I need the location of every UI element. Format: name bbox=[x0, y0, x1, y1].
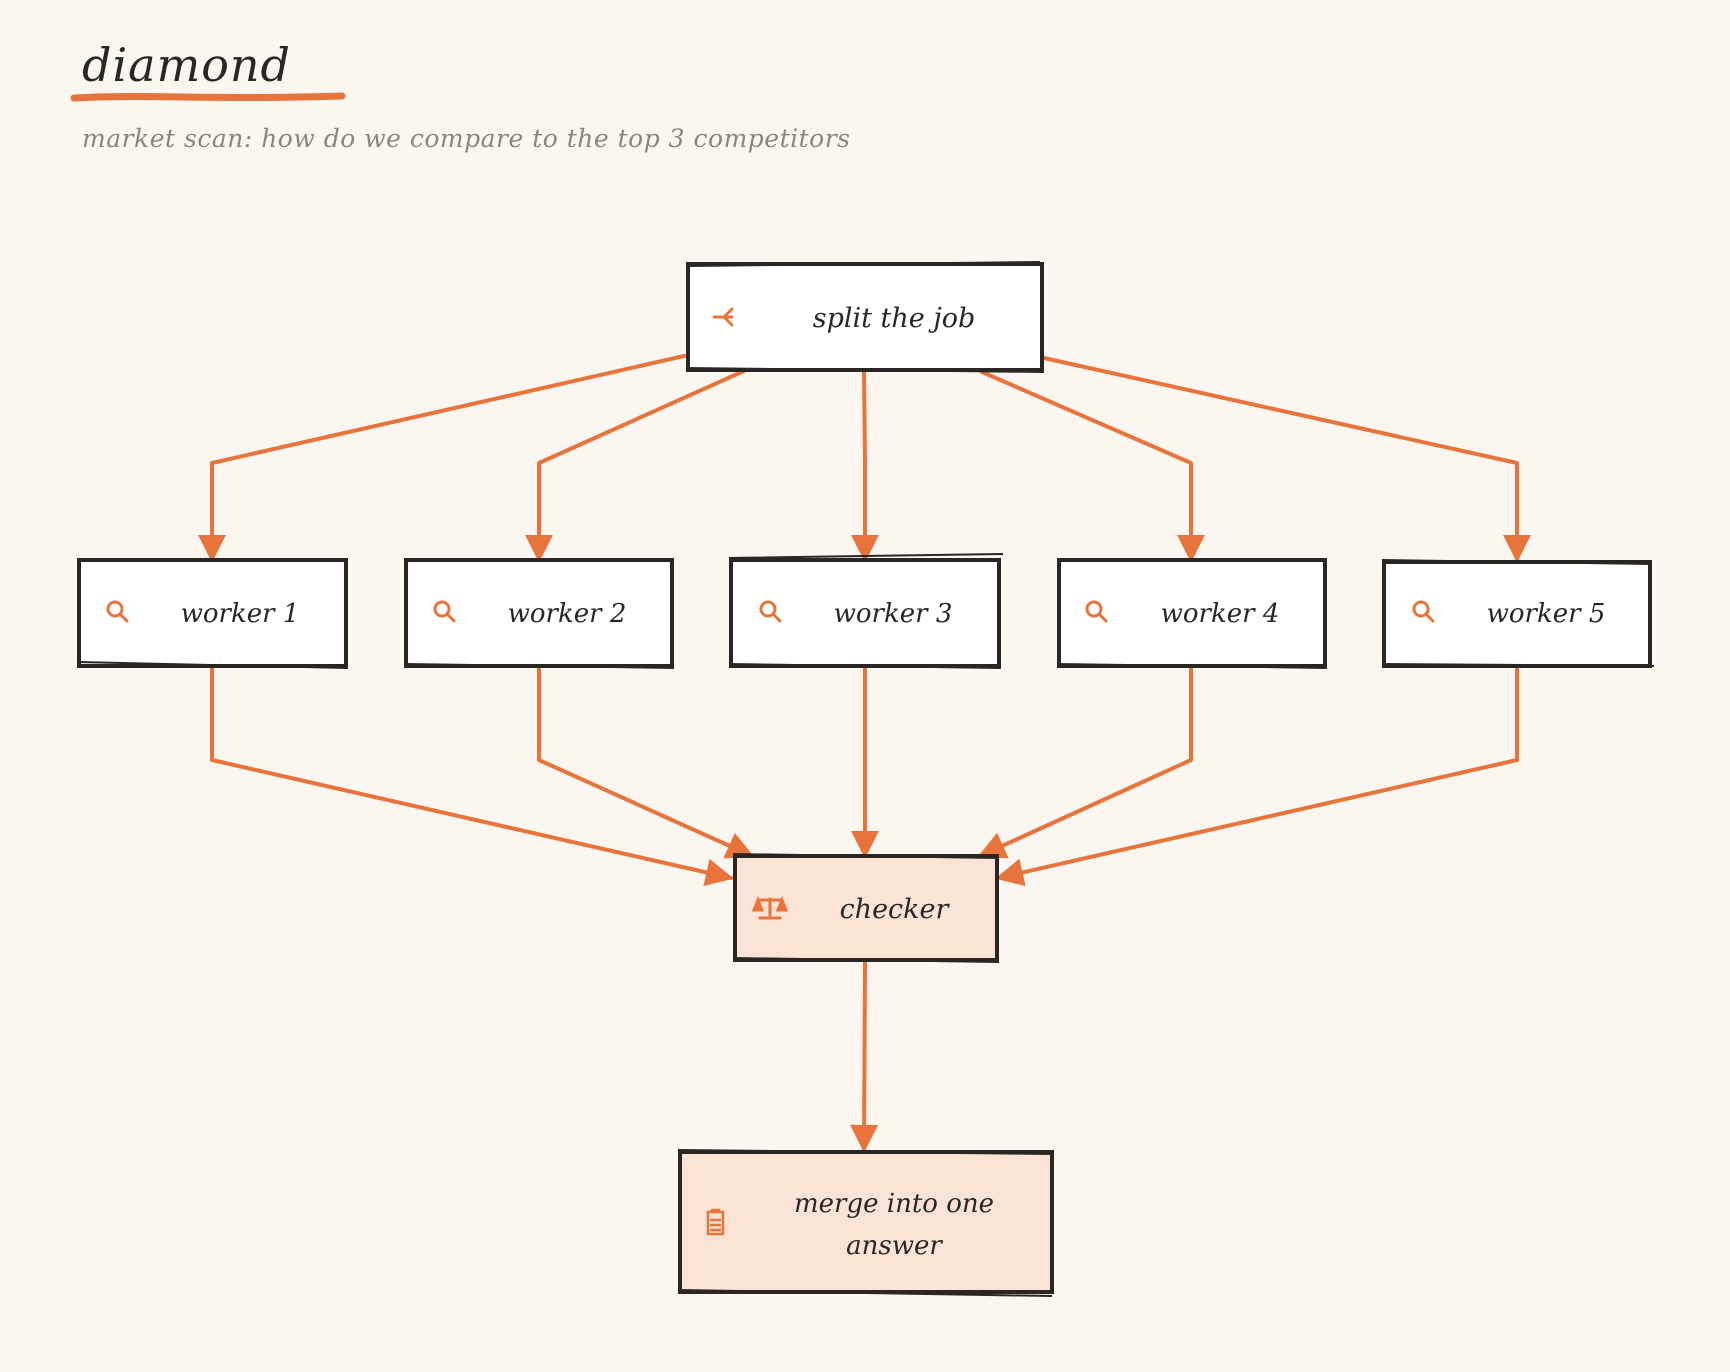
merge-label-line-1: merge into one bbox=[794, 1189, 994, 1219]
node-worker-3[interactable]: worker 3 bbox=[728, 553, 1004, 669]
split-label: split the job bbox=[813, 303, 976, 334]
scale-icon bbox=[751, 895, 789, 920]
edge-split-worker-3 bbox=[851, 370, 879, 563]
edge-split-worker-2 bbox=[525, 368, 748, 563]
node-checker[interactable]: checker bbox=[732, 853, 1000, 963]
search-icon bbox=[433, 600, 456, 623]
node-merge[interactable]: merge into one answer bbox=[677, 1149, 1055, 1297]
worker-label: worker 5 bbox=[1487, 599, 1606, 629]
edges-workers-to-checker bbox=[210, 664, 1519, 887]
edge-worker-2-checker bbox=[537, 664, 755, 859]
edge-split-worker-4 bbox=[980, 370, 1205, 563]
worker-label: worker 1 bbox=[181, 599, 300, 629]
split-icon bbox=[712, 307, 734, 327]
worker-label: worker 3 bbox=[834, 599, 953, 629]
search-icon bbox=[1085, 600, 1108, 623]
node-worker-1[interactable]: worker 1 bbox=[76, 558, 349, 669]
edge-split-worker-5 bbox=[1042, 356, 1531, 563]
edge-split-worker-1 bbox=[198, 354, 686, 563]
title-underline bbox=[70, 92, 346, 102]
clipboard-icon bbox=[706, 1208, 725, 1236]
merge-label-line-2: answer bbox=[846, 1231, 943, 1261]
search-icon bbox=[106, 600, 129, 623]
edge-checker-merge bbox=[850, 958, 879, 1153]
edge-worker-4-checker bbox=[977, 664, 1193, 859]
node-worker-4[interactable]: worker 4 bbox=[1056, 558, 1328, 669]
node-split[interactable]: split the job bbox=[685, 261, 1045, 373]
page-subtitle: market scan: how do we compare to the to… bbox=[82, 124, 851, 153]
node-worker-5[interactable]: worker 5 bbox=[1381, 559, 1655, 668]
worker-label: worker 2 bbox=[508, 599, 627, 629]
worker-label: worker 4 bbox=[1161, 599, 1280, 629]
edge-worker-5-checker bbox=[995, 664, 1519, 887]
page-title: diamond bbox=[82, 38, 291, 92]
node-worker-2[interactable]: worker 2 bbox=[403, 558, 675, 669]
edges-split-to-workers bbox=[198, 354, 1531, 563]
checker-label: checker bbox=[840, 894, 951, 925]
search-icon bbox=[1412, 600, 1435, 623]
search-icon bbox=[759, 600, 782, 623]
edge-worker-1-checker bbox=[210, 664, 734, 887]
